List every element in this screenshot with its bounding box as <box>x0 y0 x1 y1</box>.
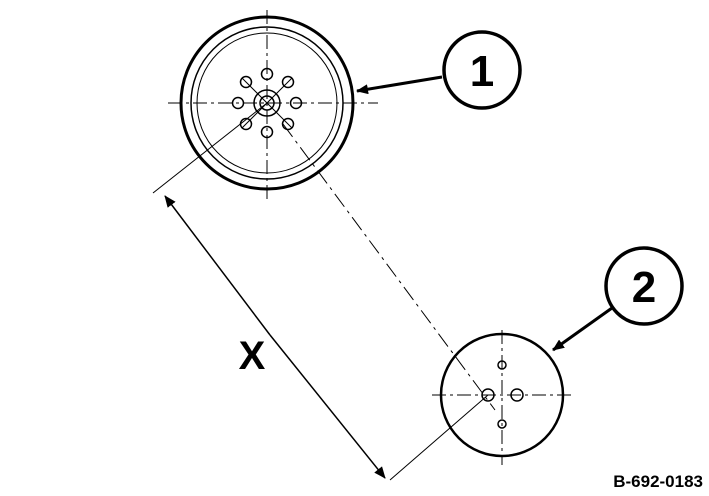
bolt-hole <box>260 67 274 81</box>
callout-2-number: 2 <box>632 263 656 312</box>
callout-1-bubble <box>442 30 522 110</box>
pulley-1-inner-rim <box>190 26 344 180</box>
pulley-2 <box>432 330 575 465</box>
pulley-1-hub <box>253 89 281 117</box>
pulley-1-face <box>196 32 338 174</box>
callout-1-leader <box>356 75 443 95</box>
pulley-1-bore <box>259 95 275 111</box>
pulley-2-hole <box>510 388 524 402</box>
dimension-label: X <box>239 334 266 378</box>
callout-2-leader <box>552 306 613 352</box>
pulley-2-hole <box>497 419 507 429</box>
pulley-2-hole <box>497 360 507 370</box>
pulley-2-rim <box>439 332 565 458</box>
callout-2: 2 <box>552 246 684 352</box>
bolt-hole <box>260 125 274 139</box>
callout-2-bubble <box>604 246 684 326</box>
bolt-hole <box>289 96 303 110</box>
callout-1-number: 1 <box>470 47 494 96</box>
pulley-1-outer-rim <box>179 15 355 191</box>
pulley-2-hole-center <box>481 388 495 402</box>
center-alignment-line <box>282 123 496 411</box>
bolt-hole <box>231 96 245 110</box>
bolt-hole <box>239 75 253 89</box>
dimension-line <box>164 195 271 336</box>
dimension-line <box>269 334 386 479</box>
extension-line-2 <box>389 394 489 481</box>
extension-line-1 <box>152 102 268 194</box>
pulley-1 <box>168 10 378 202</box>
bolt-hole <box>281 117 295 131</box>
figure-code: B-692-0183 <box>613 472 703 491</box>
pulley-1-bolt-holes <box>231 67 303 139</box>
callout-1: 1 <box>356 30 522 110</box>
dimension-x: X <box>152 102 489 481</box>
bolt-hole <box>281 75 295 89</box>
